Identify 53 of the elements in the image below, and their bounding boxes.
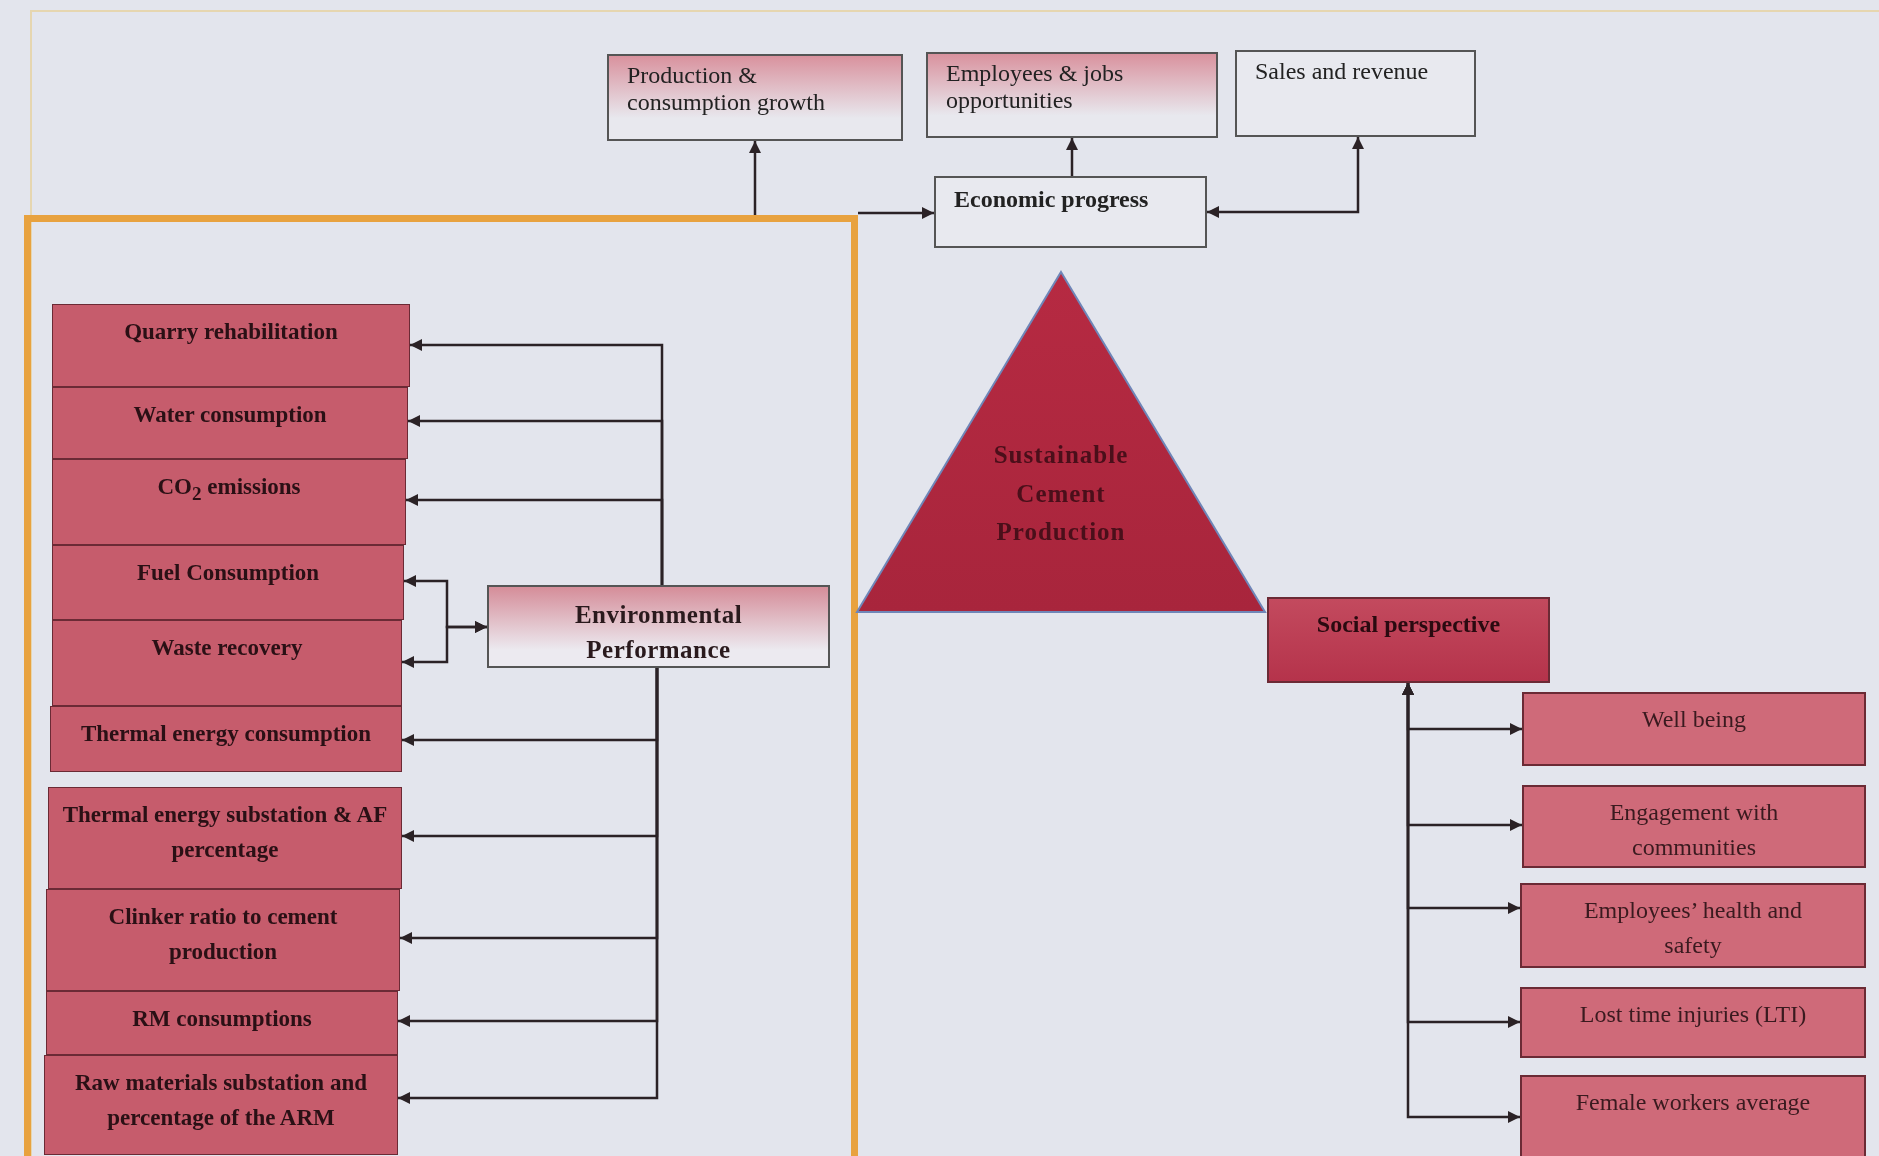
pillar-box <box>934 176 1207 248</box>
box-text: Employees & jobs opportunities <box>946 60 1125 114</box>
indicator-box <box>48 787 402 889</box>
indicator-box <box>46 991 398 1055</box>
indicator-box <box>52 459 406 545</box>
arrow <box>858 207 934 219</box>
box-text: Economic progress <box>954 186 1150 213</box>
box-text: Lost time injuries (LTI) <box>1578 1000 1808 1029</box>
indicator-box <box>52 304 410 387</box>
box-text: Well being <box>1640 705 1747 734</box>
box-text: Fuel Consumption <box>135 559 321 587</box>
box-text: Social perspective <box>1315 611 1502 638</box>
box-text: Quarry rehabilitation <box>123 318 339 346</box>
box-text: Water consumption <box>132 401 328 429</box>
arrow <box>402 621 487 668</box>
outcome-box <box>926 52 1218 138</box>
pillar-box <box>487 585 830 668</box>
box-text: Production & consumption growth <box>627 62 826 116</box>
indicator-box <box>1520 987 1866 1058</box>
outcome-box <box>607 54 903 141</box>
indicator-box <box>52 545 404 620</box>
box-text: RM consumptions <box>131 1005 313 1033</box>
indicator-box <box>44 1055 398 1155</box>
box-text: Waste recovery <box>150 634 304 662</box>
indicator-box <box>1522 785 1866 868</box>
arrow <box>398 668 659 1104</box>
pillar-box <box>1267 597 1550 683</box>
outcome-box <box>1235 50 1476 137</box>
arrow <box>1402 683 1520 1123</box>
indicator-box <box>1522 692 1866 766</box>
arrow <box>1207 137 1364 218</box>
box-text: Sustainable Cement Production <box>992 439 1130 548</box>
indicator-box <box>52 620 402 706</box>
box-text: Engagement with communities <box>1608 798 1780 862</box>
indicator-box <box>52 387 408 459</box>
arrow <box>406 494 664 585</box>
group-frame <box>24 215 858 1156</box>
box-text: Raw materials substation and percentage of the ARM <box>74 1069 368 1132</box>
box-text: CO$_{2}$ emissions <box>156 473 302 506</box>
box-text: Environmental Performance <box>573 600 744 665</box>
indicator-box <box>1520 1075 1866 1156</box>
box-text: Employees’ health and safety <box>1582 896 1804 960</box>
box-text: Sales and revenue <box>1255 58 1430 85</box>
indicator-box <box>50 706 402 772</box>
box-text: Female workers average <box>1574 1088 1812 1117</box>
box-text: Thermal energy substation & AF percentage <box>61 801 389 864</box>
box-text: Thermal energy consumption <box>79 720 373 748</box>
arrow <box>749 141 761 215</box>
indicator-box <box>1520 883 1866 968</box>
indicator-box <box>46 889 400 991</box>
arrow <box>1066 138 1078 176</box>
box-text: Clinker ratio to cement production <box>107 903 339 966</box>
pillar-triangle <box>857 272 1265 612</box>
